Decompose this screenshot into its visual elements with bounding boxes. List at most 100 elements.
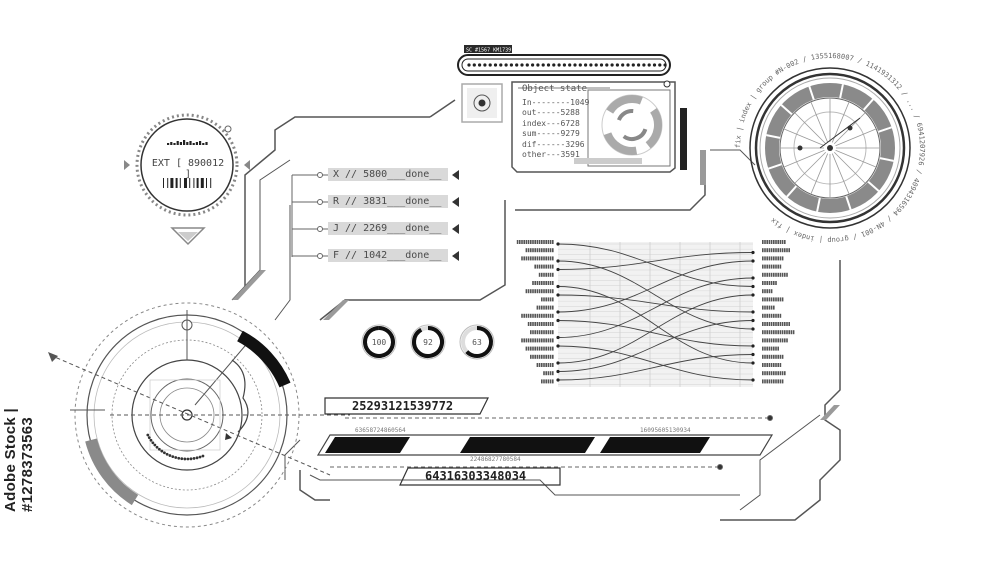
side-bar: [549, 346, 552, 351]
side-bar: [775, 322, 777, 326]
progress-dot: [568, 63, 572, 67]
ring-gap: [780, 104, 793, 115]
object-panel-frame: [511, 80, 687, 173]
radar-dot: [171, 455, 175, 459]
side-bar: [764, 346, 766, 351]
side-bar: [764, 313, 766, 318]
side-bar: [766, 371, 768, 376]
side-bar: [534, 354, 536, 359]
side-bar: [534, 289, 536, 294]
side-bar: [521, 256, 523, 261]
object-line: out-----5288: [522, 108, 580, 117]
side-bar: [530, 313, 532, 318]
progress-dot: [637, 63, 641, 67]
side-bar: [773, 256, 775, 261]
task-row-j[interactable]: J // 2269___done__: [328, 222, 448, 235]
side-bar: [552, 289, 554, 294]
side-bar: [779, 354, 782, 359]
side-bar: [549, 256, 552, 261]
side-bar: [768, 248, 771, 253]
progress-dot: [594, 63, 598, 67]
spoke: [831, 153, 850, 195]
side-bar: [766, 363, 768, 367]
side-bar: [770, 363, 773, 367]
side-bar: [770, 256, 773, 261]
side-bar: [762, 248, 764, 253]
gauge-fill: [412, 326, 444, 358]
side-bar: [762, 379, 764, 384]
side-bar: [545, 330, 547, 335]
radar-dot: [165, 452, 169, 456]
progress-dot: [478, 63, 482, 67]
plot-curve: [557, 286, 754, 364]
side-bar: [784, 338, 786, 343]
curve-node: [751, 259, 755, 263]
spoke: [794, 151, 827, 184]
side-bar: [766, 289, 768, 294]
side-bar: [552, 322, 554, 326]
spoke: [783, 149, 825, 168]
left-dial-equalizer: [167, 140, 208, 145]
side-bar: [781, 354, 784, 359]
side-bar: [777, 322, 779, 326]
side-bar: [764, 363, 766, 367]
side-bar: [534, 264, 536, 269]
side-bar: [779, 338, 782, 343]
side-bar: [762, 313, 764, 318]
side-bar: [764, 354, 766, 359]
side-bar: [766, 379, 768, 384]
side-bar: [552, 330, 554, 335]
curve-node: [556, 361, 560, 365]
curve-node: [751, 250, 755, 255]
side-bar: [545, 363, 547, 367]
side-bar: [766, 256, 768, 261]
side-bar: [552, 338, 554, 343]
side-bar: [547, 297, 550, 302]
side-bar: [527, 313, 530, 318]
equalizer-bar: [202, 143, 205, 145]
side-bar: [541, 272, 543, 277]
side-bar: [775, 363, 777, 367]
side-bar: [541, 338, 543, 343]
radar-dot: [146, 433, 150, 437]
task-row-x[interactable]: X // 5800___done__: [328, 168, 448, 181]
side-bar: [530, 248, 532, 253]
barcode-bar: [179, 178, 181, 188]
ring-segment: [603, 132, 638, 155]
side-bar: [768, 264, 771, 269]
side-bar: [545, 322, 547, 326]
side-bar: [541, 305, 543, 310]
side-bar: [549, 281, 552, 285]
side-bar: [768, 313, 771, 318]
side-bar: [547, 264, 550, 269]
progress-dot: [493, 63, 498, 67]
side-bar: [762, 371, 764, 376]
spoke: [810, 101, 829, 143]
side-bar: [781, 240, 784, 244]
ring-gap: [786, 185, 797, 198]
progress-dot: [631, 63, 635, 67]
progress-dot: [525, 63, 529, 67]
task-row-r[interactable]: R // 3831___done__: [328, 195, 448, 208]
ring-segment: [617, 109, 634, 121]
small-number-c: 16095605130934: [640, 427, 691, 434]
side-bar: [784, 330, 786, 335]
equalizer-bar: [195, 142, 198, 145]
side-bar: [527, 289, 530, 294]
side-bar: [764, 264, 766, 269]
side-bar: [779, 264, 782, 269]
side-bar: [543, 272, 545, 277]
progress-dot: [642, 63, 646, 67]
curve-node: [556, 259, 560, 263]
side-bar: [764, 305, 766, 310]
side-bar: [552, 379, 554, 384]
side-bar: [762, 322, 764, 326]
radar-dot: [157, 447, 161, 451]
side-bar: [549, 379, 552, 384]
side-bar: [775, 240, 777, 244]
side-bar: [777, 346, 779, 351]
task-row-f[interactable]: F // 1042___done__: [328, 249, 448, 262]
side-bar: [768, 363, 771, 367]
side-bar: [773, 363, 775, 367]
object-line: dif------3296: [522, 139, 585, 149]
